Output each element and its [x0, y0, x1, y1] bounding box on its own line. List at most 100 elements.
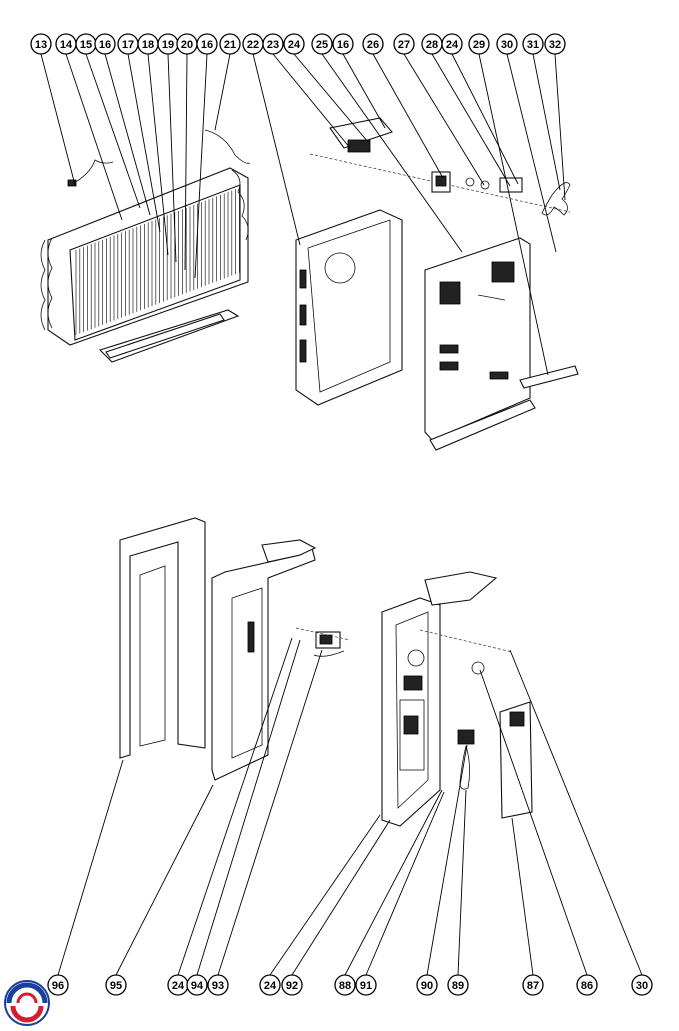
top-leader-13 [40, 53, 76, 186]
bottom-leader-94 [196, 639, 301, 976]
top-callout-label: 14 [60, 39, 73, 51]
top-callout-32: 32 [544, 33, 566, 55]
bottom-leader-24 [177, 637, 293, 976]
top-callout-label: 28 [426, 39, 438, 51]
top-leader-15 [85, 53, 141, 209]
top-callout-16: 16 [332, 33, 354, 55]
top-leader-16 [194, 53, 208, 279]
top-callout-28: 28 [421, 33, 443, 55]
bottom-leader-91 [365, 791, 445, 976]
top-callout-label: 16 [337, 39, 349, 51]
lamp-assembly [419, 629, 513, 790]
top-callout-label: 31 [527, 39, 539, 51]
bottom-callout-30: 30 [631, 974, 653, 996]
bottom-callout-label: 91 [360, 980, 372, 992]
bottom-callout-label: 96 [52, 980, 64, 992]
top-leader-16 [104, 53, 151, 216]
top-callout-label: 22 [247, 39, 259, 51]
bottom-callout-92: 92 [281, 974, 303, 996]
top-callout-20: 20 [176, 33, 198, 55]
top-callout-26: 26 [362, 33, 384, 55]
top-callout-15: 15 [75, 33, 97, 55]
fan-cover-panel [424, 237, 579, 451]
top-leader-28 [431, 53, 511, 187]
bottom-callout-label: 93 [212, 980, 224, 992]
leader-lines [40, 53, 643, 976]
bottom-callout-88: 88 [334, 974, 356, 996]
bottom-callout-95: 95 [105, 974, 127, 996]
top-callout-label: 20 [181, 39, 193, 51]
top-callout-13: 13 [30, 33, 52, 55]
damper-motor [295, 627, 351, 657]
bottom-callout-label: 92 [286, 980, 298, 992]
top-callout-24: 24 [283, 33, 305, 55]
bottom-callout-93: 93 [207, 974, 229, 996]
bottom-callout-label: 24 [172, 980, 185, 992]
top-callout-label: 18 [142, 39, 154, 51]
bottom-callout-label: 86 [581, 980, 593, 992]
top-callout-29: 29 [468, 33, 490, 55]
top-callout-label: 29 [473, 39, 485, 51]
top-leader-30 [506, 53, 557, 253]
bottom-leader-90 [426, 744, 468, 976]
bottom-callout-24: 24 [259, 974, 281, 996]
top-callout-21: 21 [219, 33, 241, 55]
top-callout-label: 16 [201, 39, 213, 51]
top-callout-27: 27 [393, 33, 415, 55]
bottom-callout-label: 95 [110, 980, 122, 992]
top-callout-14: 14 [55, 33, 77, 55]
bottom-leader-96 [57, 759, 124, 976]
top-leader-26 [372, 53, 444, 179]
top-leader-32 [554, 53, 566, 201]
fan-motor-assembly [309, 117, 571, 216]
top-leader-20 [184, 53, 188, 271]
top-callout-label: 17 [122, 39, 134, 51]
top-leader-14 [65, 53, 123, 221]
top-callout-label: 23 [267, 39, 279, 51]
top-leader-24 [293, 53, 369, 143]
bottom-callout-label: 87 [527, 980, 539, 992]
top-leader-24 [451, 53, 519, 185]
top-callout-label: 26 [367, 39, 379, 51]
top-callout-16: 16 [196, 33, 218, 55]
bottom-callout-label: 30 [636, 980, 648, 992]
air-duct-cover [295, 209, 403, 406]
lamp-cover [499, 701, 533, 819]
bottom-callout-label: 90 [421, 980, 433, 992]
bottom-callout-86: 86 [576, 974, 598, 996]
bottom-leader-89 [457, 789, 467, 976]
rear-duct-plate [119, 517, 206, 759]
top-callout-16: 16 [94, 33, 116, 55]
bottom-leader-92 [291, 819, 391, 976]
top-callout-18: 18 [137, 33, 159, 55]
bottom-callout-label: 94 [191, 980, 204, 992]
top-callout-30: 30 [496, 33, 518, 55]
defrost-tray [98, 309, 240, 363]
bottom-callout-label: 24 [264, 980, 277, 992]
top-callout-label: 24 [446, 39, 459, 51]
top-callout-label: 13 [35, 39, 47, 51]
top-callout-24: 24 [441, 33, 463, 55]
bottom-callout-90: 90 [416, 974, 438, 996]
top-callout-23: 23 [262, 33, 284, 55]
brand-logo [4, 980, 50, 1026]
top-leader-18 [147, 53, 169, 256]
top-leader-25 [321, 53, 463, 253]
front-duct-panel [381, 571, 498, 827]
top-leader-27 [403, 53, 485, 186]
bottom-callout-24: 24 [167, 974, 189, 996]
bottom-leader-93 [217, 649, 323, 976]
top-callout-label: 21 [224, 39, 236, 51]
bottom-callout-91: 91 [355, 974, 377, 996]
top-callout-label: 25 [316, 39, 328, 51]
top-callout-label: 32 [549, 39, 561, 51]
bottom-callout-96: 96 [47, 974, 69, 996]
bottom-callout-94: 94 [186, 974, 208, 996]
top-leader-31 [532, 53, 561, 191]
bottom-leader-24 [269, 814, 381, 976]
top-callout-label: 16 [99, 39, 111, 51]
bottom-callout-89: 89 [447, 974, 469, 996]
top-leader-23 [272, 53, 351, 149]
top-callout-19: 19 [157, 33, 179, 55]
